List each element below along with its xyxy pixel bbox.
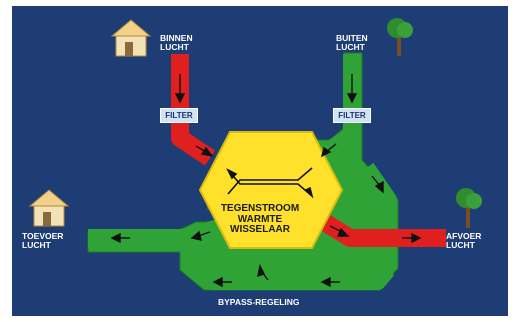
green-duct-bypass-inner bbox=[184, 231, 216, 265]
exchanger-label: TEGENSTROOM WARMTE WISSELAAR bbox=[220, 203, 300, 235]
green-duct-bottom bbox=[186, 256, 395, 290]
binnen-lucht-label: BINNEN LUCHT bbox=[160, 33, 193, 52]
buiten-lucht-label: BUITEN LUCHT bbox=[336, 33, 368, 52]
afvoer-lucht-label: AFVOER LUCHT bbox=[446, 231, 482, 250]
toevoer-lucht-label: TOEVOER LUCHT bbox=[22, 231, 64, 250]
tree-icon bbox=[456, 188, 482, 228]
counterflow-symbol bbox=[226, 167, 314, 199]
heat-exchanger-hexagon bbox=[198, 131, 344, 249]
bypass-label: BYPASS-REGELING bbox=[218, 297, 300, 307]
tree-icon bbox=[387, 18, 413, 56]
filter-tag-right: FILTER bbox=[333, 108, 371, 123]
filter-tag-left: FILTER bbox=[160, 108, 198, 123]
house-icon bbox=[28, 189, 70, 227]
house-icon bbox=[110, 19, 152, 57]
